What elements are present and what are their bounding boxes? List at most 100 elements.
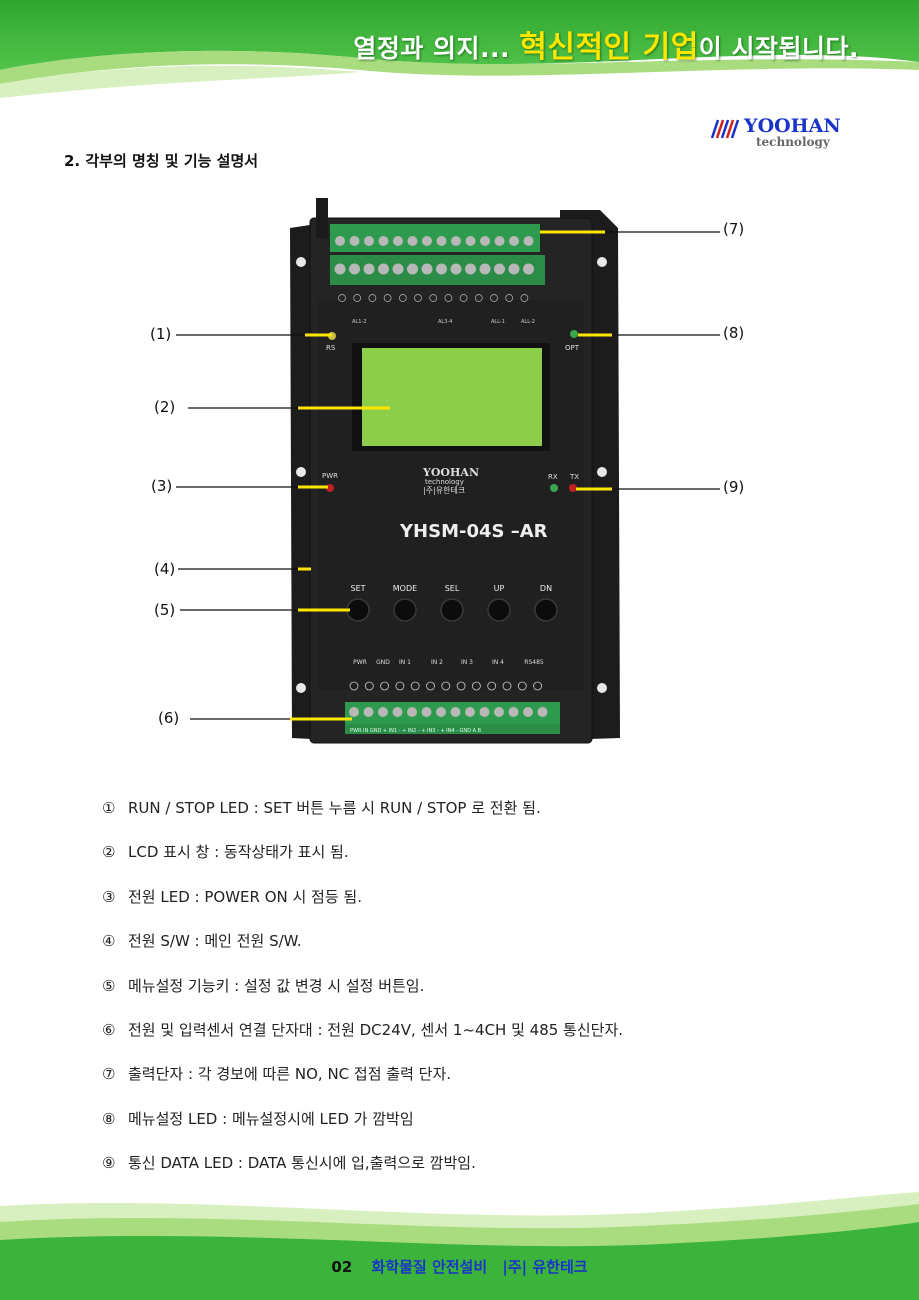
mount-hole <box>296 467 306 477</box>
bottom-group-label: GND <box>376 659 390 666</box>
description-text: 전원 LED : POWER ON 시 점등 됨. <box>128 887 362 906</box>
description-number: ⑤ <box>102 976 116 995</box>
callout-lines <box>176 231 720 720</box>
device-button-label: DN <box>540 584 552 593</box>
terminal-screw-icon <box>523 707 533 717</box>
terminal-screw-icon <box>407 263 418 275</box>
description-text: 출력단자 : 각 경보에 따른 NO, NC 접점 출력 단자. <box>128 1065 452 1084</box>
polarity-marker-icon <box>471 681 481 691</box>
bottom-group-label: IN 3 <box>461 659 473 666</box>
mount-hole <box>597 257 607 267</box>
bottom-strip-text: PWR IN GND + IN1 - + IN2 - + IN3 - + IN4… <box>350 728 482 734</box>
terminal-screw-icon <box>392 707 403 717</box>
polarity-marker-icon <box>380 681 390 691</box>
terminal-marker-icon <box>383 294 392 302</box>
terminal-screw-icon <box>364 236 374 246</box>
callout-2: (2) <box>154 398 176 416</box>
footer-company-name: |주| 유한테크 <box>502 1258 588 1276</box>
mount-hole <box>597 467 607 477</box>
logo-brand: YOOHAN <box>743 115 841 137</box>
top-group-label: AL1-2 <box>352 319 366 325</box>
company-logo: YOOHAN technology <box>710 115 841 149</box>
device-button-label: SEL <box>445 584 460 593</box>
device-button-sel[interactable] <box>440 598 464 622</box>
description-number: ⑧ <box>102 1109 116 1128</box>
rs-led-label: RS <box>326 344 336 352</box>
terminal-marker-icon <box>520 294 529 302</box>
device-diagram: AL1-2 AL3-4 ALL-1 ALL-2 RS OPT YOOHAN te… <box>176 198 720 744</box>
device-model: YHSM-04S –AR <box>399 521 548 542</box>
terminal-marker-icon <box>368 294 377 302</box>
description-number: ① <box>102 799 116 817</box>
terminal-screw-icon <box>378 263 389 275</box>
terminal-screw-icon <box>508 707 519 717</box>
polarity-marker-icon <box>426 681 435 691</box>
terminal-screw-icon <box>450 707 461 717</box>
polarity-marker-icon <box>441 681 451 691</box>
terminal-screw-icon <box>509 236 519 246</box>
terminal-screw-icon <box>494 263 505 275</box>
pwr-led-label: PWR <box>322 472 338 480</box>
bottom-group-label: RS485 <box>524 659 544 666</box>
lcd-screen <box>362 348 542 446</box>
device-button-set[interactable] <box>346 598 370 622</box>
top-group-label: ALL-1 <box>491 319 505 325</box>
slogan-prefix: 열정과 의지... <box>353 34 511 63</box>
description-text: 메뉴설정 LED : 메뉴설정시에 LED 가 깜박임 <box>128 1109 414 1128</box>
tx-led-icon <box>569 484 577 492</box>
device-button-mode[interactable] <box>393 598 417 622</box>
header-banner <box>0 0 919 98</box>
device-button-dn[interactable] <box>534 598 558 622</box>
description-item: ⑧ 메뉴설정 LED : 메뉴설정시에 LED 가 깜박임 <box>102 1108 623 1152</box>
terminal-screw-icon <box>335 236 345 246</box>
terminal-marker-icon <box>459 294 468 302</box>
bottom-polarity-marks <box>349 681 542 691</box>
callout-9: (9) <box>723 478 745 496</box>
terminal-screw-icon <box>393 236 403 246</box>
footer-company-text: 화학물질 안전설비 <box>371 1258 488 1276</box>
terminal-screw-icon <box>494 236 505 246</box>
footer-banner <box>0 1192 919 1300</box>
callout-5: (5) <box>154 601 176 619</box>
terminal-screw-icon <box>349 236 360 246</box>
terminal-screw-icon <box>421 263 433 275</box>
rx-led-label: RX <box>548 473 558 481</box>
terminal-marker-icon <box>474 294 483 302</box>
description-text: 메뉴설정 기능키 : 설정 값 변경 시 설정 버튼임. <box>128 976 425 995</box>
header-slogan: 열정과 의지... 혁신적인 기업이 시작됩니다. <box>353 22 859 66</box>
rail-post <box>316 198 328 238</box>
callout-7: (7) <box>723 220 745 238</box>
polarity-marker-icon <box>517 681 527 691</box>
description-number: ⑨ <box>102 1154 116 1173</box>
terminal-screw-icon <box>494 707 504 717</box>
terminal-screw-icon <box>480 236 490 246</box>
terminal-screw-icon <box>508 263 520 275</box>
terminal-screw-icon <box>422 236 432 246</box>
top-terminal-labels <box>338 294 529 302</box>
terminal-screw-icon <box>523 236 534 246</box>
mount-hole <box>597 683 607 693</box>
top-group-label: ALL-2 <box>521 319 535 325</box>
mount-hole <box>296 683 306 693</box>
polarity-marker-icon <box>349 681 359 691</box>
device-button-label: SET <box>350 584 365 593</box>
terminal-screw-icon <box>451 236 461 246</box>
bottom-terminal-screws <box>349 707 548 717</box>
terminal-screw-icon <box>334 263 346 275</box>
device-button-up[interactable] <box>487 598 511 622</box>
terminal-screw-icon <box>465 236 476 246</box>
callout-4: (4) <box>154 560 176 578</box>
callout-6: (6) <box>158 709 180 727</box>
description-item: ⑤ 메뉴설정 기능키 : 설정 값 변경 시 설정 버튼임. <box>102 975 623 1019</box>
bottom-terminal-strip <box>345 724 560 734</box>
terminal-screw-icon <box>537 707 548 717</box>
device-brand: YOOHAN <box>422 466 479 479</box>
mount-hole <box>296 257 306 267</box>
terminal-screw-icon <box>378 236 389 246</box>
terminal-screw-icon <box>349 263 360 275</box>
